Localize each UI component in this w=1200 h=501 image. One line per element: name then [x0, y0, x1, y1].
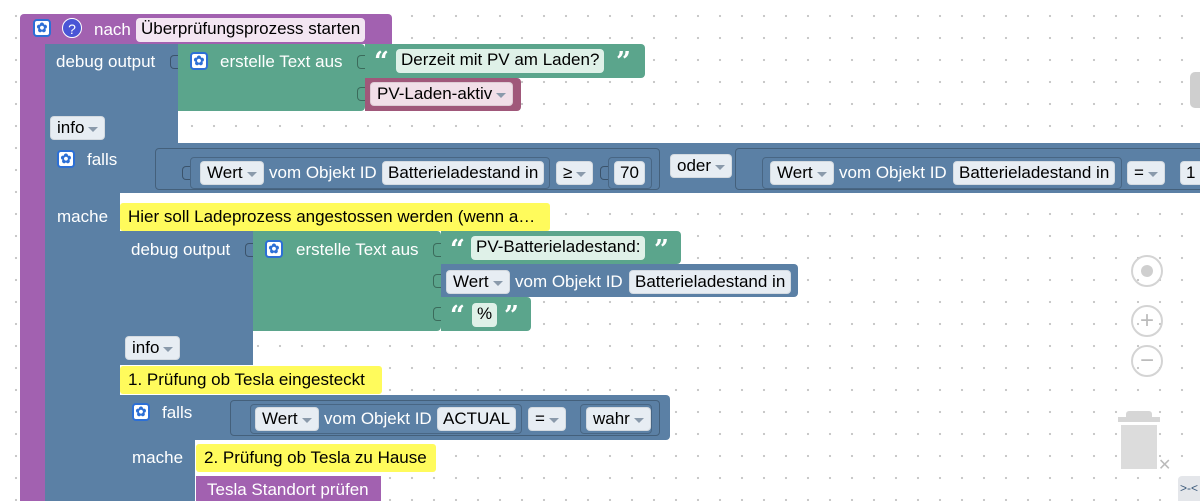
input-connector [170, 55, 178, 69]
operator-dropdown[interactable]: = [1127, 161, 1165, 185]
if-block-2-side [120, 440, 195, 501]
input-connector [433, 243, 441, 257]
comment-block[interactable]: 1. Prüfung ob Tesla eingesteckt [120, 366, 382, 394]
number-field[interactable]: 1 [1180, 161, 1200, 185]
object-id-field[interactable]: Batterieladestand in [629, 270, 792, 294]
boolean-block[interactable] [580, 404, 652, 434]
open-quote-icon: “ [374, 47, 389, 77]
compare-block-1[interactable] [155, 148, 660, 190]
trigger-name-field[interactable]: Überprüfungsprozess starten [136, 18, 366, 42]
input-connector [433, 307, 441, 321]
input-connector [182, 166, 190, 180]
close-quote-icon: ” [504, 301, 519, 331]
debug-level-dropdown[interactable]: info [50, 116, 106, 140]
center-icon[interactable] [1131, 255, 1163, 287]
falls-label: falls [162, 403, 193, 422]
action-block[interactable] [196, 476, 381, 501]
gear-icon[interactable]: ✿ [33, 19, 51, 37]
input-connector [600, 166, 608, 180]
close-icon[interactable]: ✕ [1158, 457, 1172, 474]
event-prefix: nach [94, 20, 131, 39]
debug-output-label: debug output [131, 240, 231, 259]
close-quote-icon: ” [616, 47, 631, 77]
zoom-out-icon[interactable]: − [1131, 345, 1163, 377]
vom-objekt-label: vom Objekt ID [515, 272, 623, 291]
vom-objekt-label: vom Objekt ID [324, 409, 432, 428]
zoom-in-icon[interactable]: + [1131, 305, 1163, 337]
or-dropdown[interactable]: oder [670, 154, 733, 178]
text-string-field[interactable]: PV-Batterieladestand: [471, 236, 646, 260]
gear-icon[interactable]: ✿ [265, 240, 283, 258]
wert-dropdown[interactable]: Wert [770, 161, 834, 185]
close-quote-icon: ” [654, 235, 669, 265]
operator-dropdown[interactable]: ≥ [556, 161, 594, 185]
text-string-field[interactable]: % [472, 303, 498, 327]
input-connector [357, 55, 365, 69]
comment-block[interactable]: Hier soll Ladeprozess angestossen werden… [120, 203, 550, 231]
value-block-2[interactable] [762, 157, 1122, 189]
wert-dropdown[interactable]: Wert [255, 407, 319, 431]
create-text-block-1[interactable] [178, 44, 365, 111]
text-string-field[interactable]: Derzeit mit PV am Laden? [396, 49, 605, 73]
compare-block-3[interactable] [230, 400, 660, 436]
debug-level-dropdown[interactable]: info [125, 336, 181, 360]
gear-icon[interactable]: ✿ [132, 403, 150, 421]
create-text-label: erstelle Text aus [296, 240, 419, 259]
comment-block[interactable]: 2. Prüfung ob Tesla zu Hause [196, 444, 436, 472]
trash-icon[interactable] [1116, 409, 1162, 469]
number-block[interactable] [608, 157, 652, 189]
object-id-field[interactable]: ACTUAL [437, 407, 517, 431]
variable-dropdown[interactable]: PV-Laden-aktiv [370, 82, 514, 106]
vertical-scrollbar[interactable] [1190, 72, 1200, 108]
boolean-dropdown[interactable]: wahr [586, 407, 651, 431]
create-text-block-2[interactable] [253, 231, 441, 331]
mache-label: mache [57, 207, 109, 226]
open-quote-icon: “ [450, 301, 465, 331]
input-connector [433, 274, 441, 288]
wert-dropdown[interactable]: Wert [446, 270, 510, 294]
vom-objekt-label: vom Objekt ID [269, 163, 377, 182]
object-id-field[interactable]: Batterieladestand in [953, 161, 1116, 185]
debug-output-label: debug output [56, 52, 156, 71]
open-quote-icon: “ [450, 235, 465, 265]
number-field[interactable]: 70 [614, 161, 645, 185]
object-id-field[interactable]: Batterieladestand in [382, 161, 545, 185]
help-icon[interactable]: ? [62, 18, 82, 38]
wert-dropdown[interactable]: Wert [200, 161, 264, 185]
compare-block-2[interactable] [735, 148, 1200, 190]
gear-icon[interactable]: ✿ [57, 150, 75, 168]
if-block-2[interactable] [120, 395, 670, 440]
operator-dropdown[interactable]: = [528, 407, 566, 431]
input-connector [245, 243, 253, 257]
falls-label: falls [87, 150, 118, 169]
if-block-1-side [45, 193, 120, 501]
value-block-1[interactable] [190, 157, 550, 189]
gear-icon[interactable]: ✿ [190, 52, 208, 70]
toggle-icon[interactable]: >-< [1178, 476, 1200, 501]
value-block-4[interactable] [250, 404, 522, 434]
mache-label: mache [132, 448, 184, 467]
input-connector [357, 87, 365, 101]
event-block-side [20, 40, 45, 501]
create-text-label: erstelle Text aus [220, 52, 343, 71]
vom-objekt-label: vom Objekt ID [839, 163, 947, 182]
action-label: Tesla Standort prüfen [207, 480, 369, 499]
